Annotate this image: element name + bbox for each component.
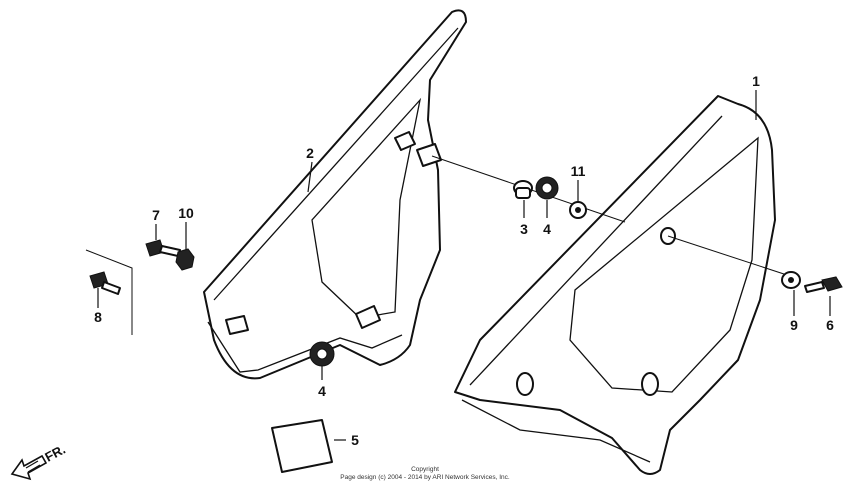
callout-5: 5 <box>351 432 359 448</box>
callout-4-upper: 4 <box>543 221 551 237</box>
frame-reference-line <box>85 249 133 335</box>
callout-6: 6 <box>826 317 834 333</box>
grommet-upper[interactable] <box>535 176 559 200</box>
callout-3: 3 <box>520 221 528 237</box>
callout-7: 7 <box>152 207 160 223</box>
callout-9: 9 <box>790 317 798 333</box>
callout-10: 10 <box>178 205 194 221</box>
decal-label[interactable] <box>271 419 333 473</box>
front-direction-arrow: FR. <box>10 442 68 481</box>
callout-11: 11 <box>571 163 586 179</box>
grommet-lower[interactable] <box>309 341 335 367</box>
copyright-notice: Copyright Page design (c) 2004 - 2014 by… <box>300 466 550 482</box>
callout-2: 2 <box>306 145 314 161</box>
nut-10[interactable] <box>175 248 195 271</box>
side-cover-right[interactable] <box>454 95 776 475</box>
screw-8[interactable] <box>89 271 121 295</box>
side-cover-left[interactable] <box>203 9 467 380</box>
bolt-7[interactable] <box>145 239 181 257</box>
washer-11[interactable] <box>569 201 587 219</box>
copyright-line-2: Page design (c) 2004 - 2014 by ARI Netwo… <box>340 474 510 481</box>
bolt-6[interactable] <box>804 276 843 293</box>
copyright-line-1: Copyright <box>411 466 439 473</box>
callout-1: 1 <box>752 73 760 89</box>
callout-8: 8 <box>94 309 102 325</box>
washer-9[interactable] <box>781 271 801 289</box>
leader-lines <box>97 90 831 441</box>
front-label: FR. <box>42 442 68 465</box>
grommet-insert[interactable] <box>513 180 533 199</box>
callout-4-lower: 4 <box>318 383 326 399</box>
